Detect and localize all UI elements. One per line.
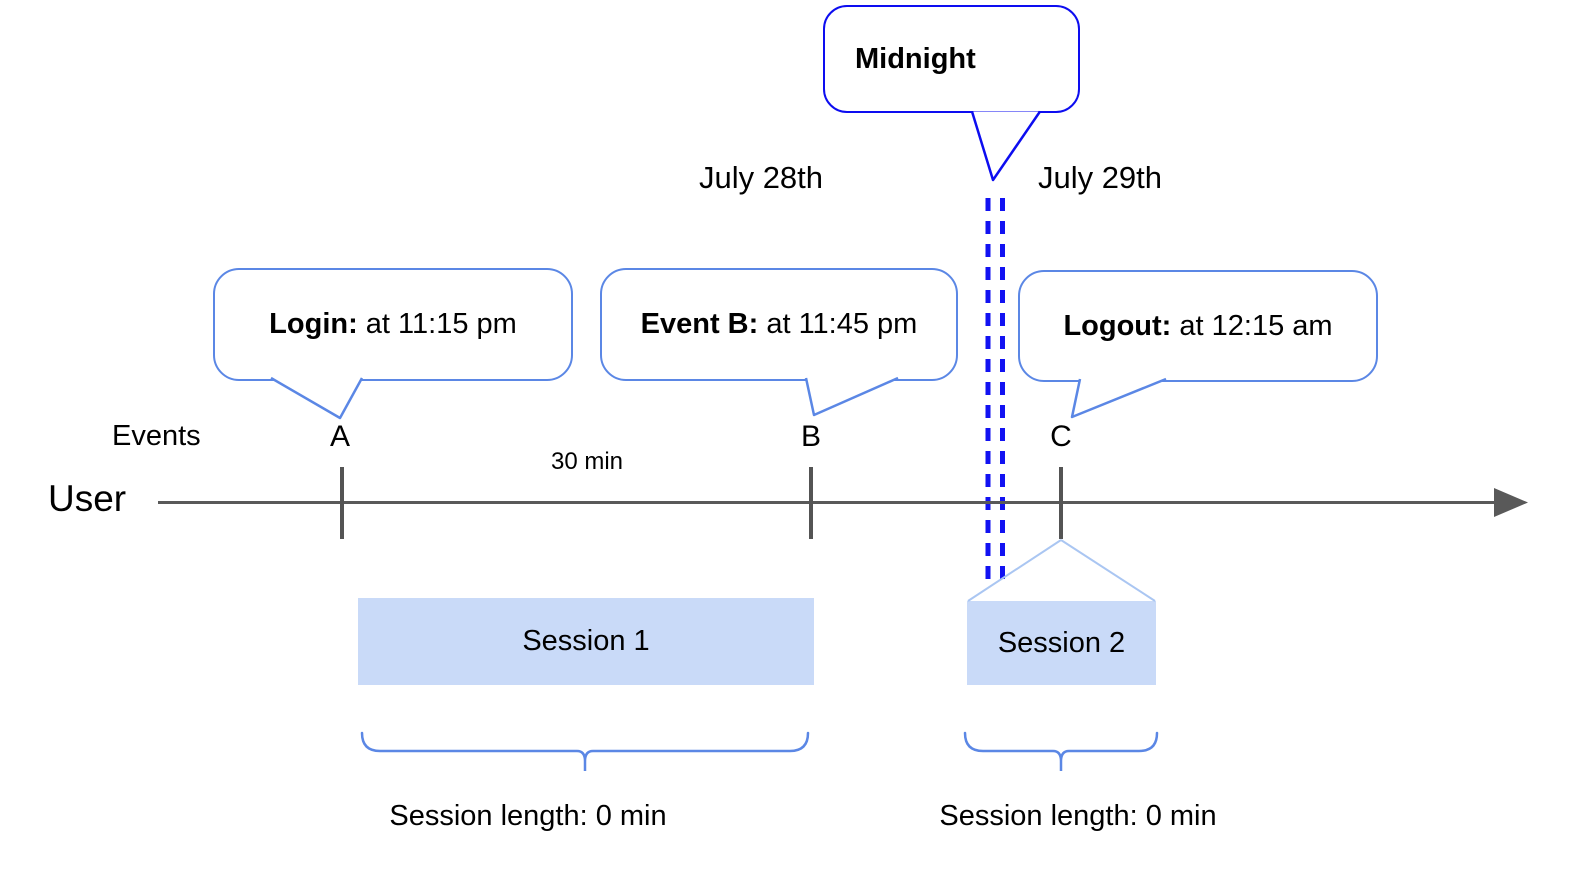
date-label-july-28: July 28th [698,160,824,195]
logout-callout-tail [1070,377,1167,419]
session-2-box: Session 2 [967,601,1156,685]
event-marker-b: B [800,420,821,453]
midnight-callout-label: Midnight [855,42,976,75]
logout-callout: Logout: at 12:15 am [1018,270,1378,382]
session-2-brace [963,731,1159,771]
midnight-callout: Midnight [823,5,1080,113]
session-2-label: Session 2 [997,626,1126,659]
login-callout: Login: at 11:15 pm [213,268,573,381]
session-1-length-label: Session length: 0 min [389,800,667,832]
event-marker-c: C [1050,420,1072,453]
event-b-callout: Event B: at 11:45 pm [600,268,958,381]
login-callout-tail [270,376,364,420]
interval-label-30-min: 30 min [550,448,624,475]
session-1-brace [360,731,810,771]
event-b-callout-text: Event B: at 11:45 pm [640,308,918,340]
events-axis-label: Events [112,420,201,452]
session-1-box: Session 1 [358,598,814,685]
date-label-july-29: July 29th [1037,160,1163,195]
logout-callout-text: Logout: at 12:15 am [1063,309,1333,342]
event-tick-marks [340,467,1063,539]
session-1-label: Session 1 [522,625,650,657]
session-2-expansion-lines [967,539,1156,602]
login-callout-text: Login: at 11:15 pm [269,308,517,340]
midnight-dashed-lines [985,198,1005,582]
user-timeline-arrow [158,488,1528,517]
event-marker-a: A [329,420,350,453]
user-axis-label: User [48,478,127,519]
event-b-callout-tail [804,376,899,417]
session-2-length-label: Session length: 0 min [939,800,1217,832]
